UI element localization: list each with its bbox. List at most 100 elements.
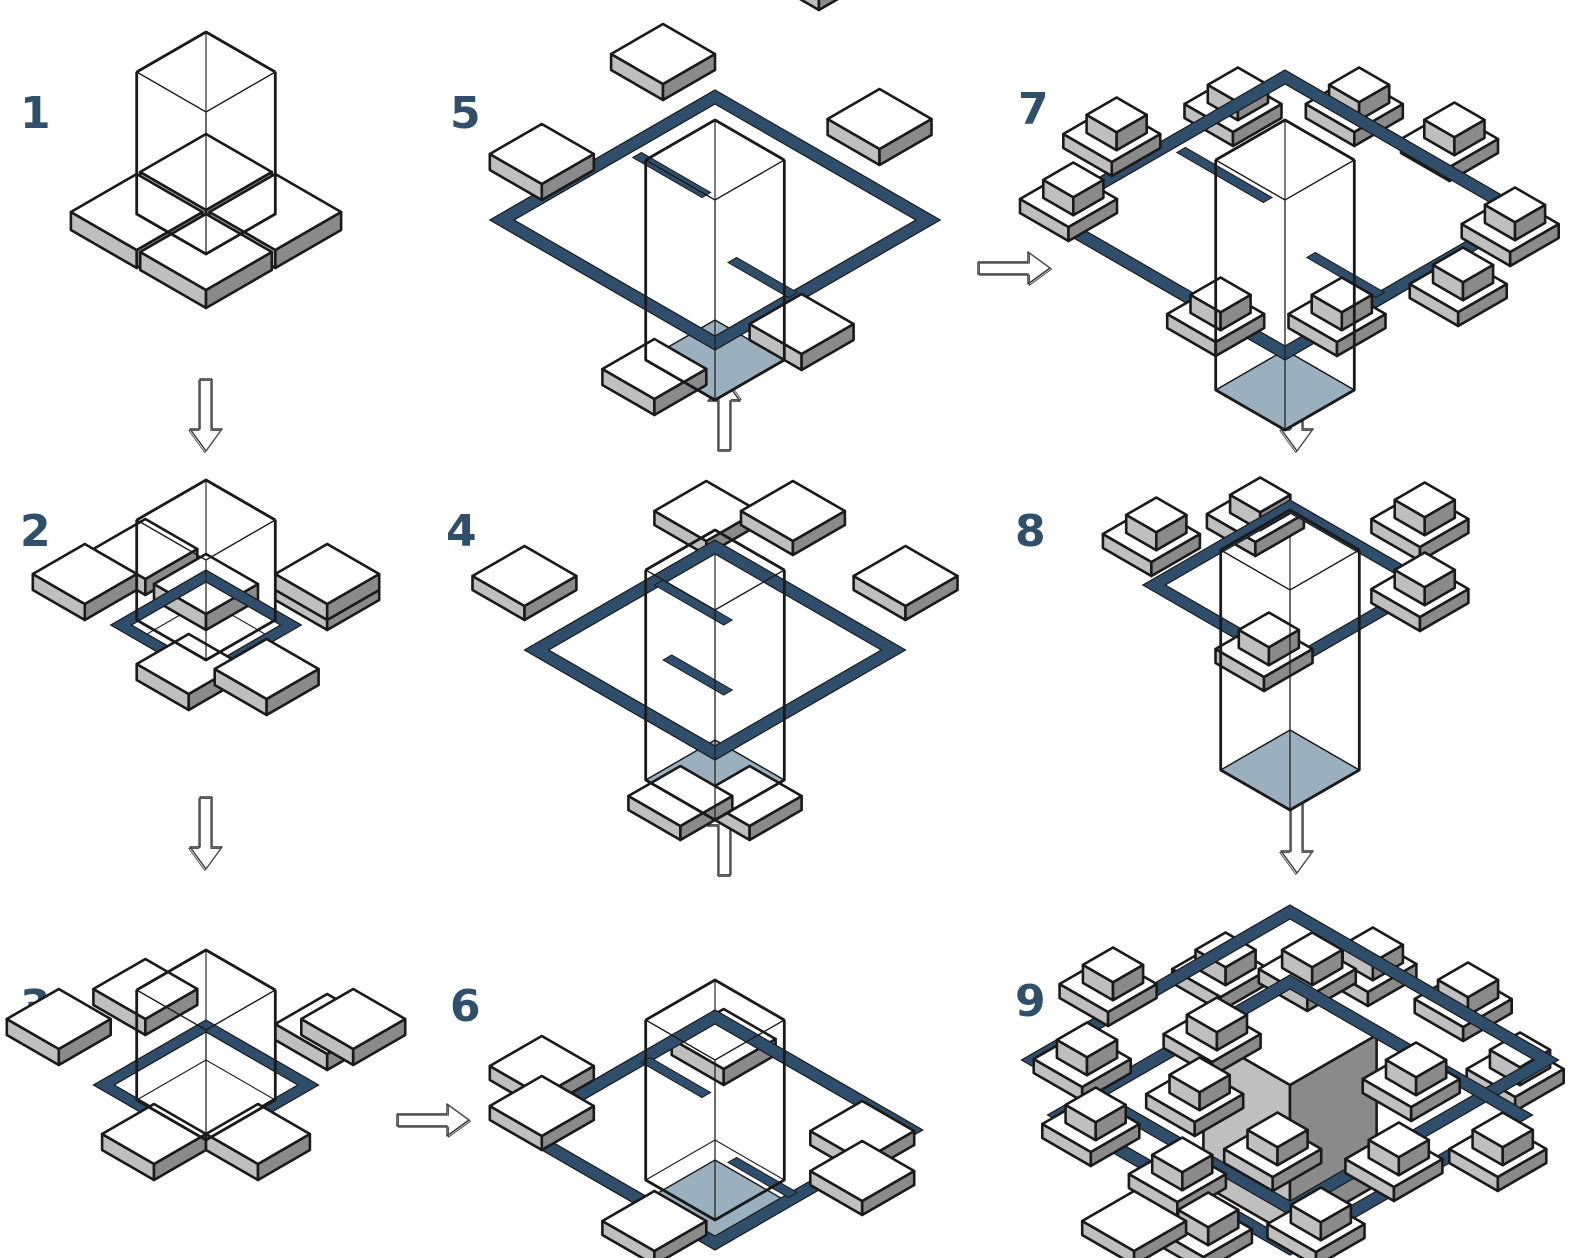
tower-volume bbox=[135, 30, 277, 256]
stacked-block bbox=[1162, 996, 1262, 1078]
podium-block bbox=[5, 987, 112, 1067]
stacked-block bbox=[1266, 1186, 1366, 1258]
block-top-face bbox=[1393, 551, 1457, 589]
stacked-block bbox=[1222, 1111, 1323, 1193]
block-top-face bbox=[204, 1102, 312, 1166]
tower-top-outline bbox=[645, 528, 785, 572]
block-top-face bbox=[213, 637, 320, 701]
arrow-stroke bbox=[396, 1103, 470, 1137]
stacked-block-upper bbox=[1384, 1041, 1448, 1097]
stacked-block bbox=[1448, 1111, 1548, 1193]
block-top-face bbox=[1168, 1056, 1231, 1094]
arrow-stroke-sketch bbox=[1279, 802, 1313, 875]
stacked-block bbox=[1041, 1086, 1141, 1168]
tower-volume bbox=[1214, 118, 1356, 432]
arrow-stroke-sketch bbox=[188, 380, 222, 453]
step-4-volume bbox=[471, 479, 959, 842]
step-8-volume bbox=[1101, 476, 1470, 812]
stacked-block-upper bbox=[1280, 931, 1344, 987]
podium-block bbox=[826, 87, 933, 167]
stacked-block bbox=[1370, 551, 1470, 633]
block-top-face bbox=[601, 337, 708, 401]
block-top-face bbox=[471, 544, 578, 608]
stacked-block-upper bbox=[1124, 496, 1188, 552]
block-top-face bbox=[748, 292, 855, 356]
step-label-5: 5 bbox=[450, 88, 481, 139]
step-2-volume bbox=[31, 478, 381, 717]
podium-block bbox=[299, 987, 407, 1067]
arrow-down-icon bbox=[188, 378, 223, 453]
tower-outline bbox=[1219, 550, 1361, 812]
tower-outline bbox=[644, 570, 786, 822]
step-label-7: 7 bbox=[1018, 84, 1049, 135]
block-right-face bbox=[817, 0, 839, 12]
block-top-face bbox=[1237, 611, 1301, 649]
block-top-face bbox=[92, 957, 199, 1021]
arrow-down-icon bbox=[1279, 800, 1314, 875]
block-top-face bbox=[1042, 161, 1105, 199]
stacked-block bbox=[1058, 946, 1158, 1028]
circulation-bridge bbox=[1175, 146, 1274, 204]
step-label-9: 9 bbox=[1015, 976, 1046, 1027]
block-top-face bbox=[1280, 931, 1344, 969]
stacked-block bbox=[1408, 246, 1508, 328]
step-label-1: 1 bbox=[20, 88, 51, 139]
stacked-block bbox=[1361, 1041, 1461, 1123]
block-top-face bbox=[31, 542, 138, 606]
block-top-face bbox=[5, 987, 112, 1051]
step-7-volume bbox=[1018, 66, 1560, 432]
tower-top-outline bbox=[136, 30, 276, 74]
tower-volume bbox=[644, 118, 786, 402]
stacked-block bbox=[1144, 1056, 1245, 1138]
block-top-face bbox=[1384, 1041, 1448, 1079]
tower-outline bbox=[1214, 160, 1356, 432]
tower-volume bbox=[644, 528, 786, 822]
arrow-stroke bbox=[1280, 800, 1314, 874]
block-top-face bbox=[1080, 1189, 1188, 1253]
block-top-face bbox=[1228, 476, 1292, 514]
block-top-face bbox=[1436, 961, 1500, 999]
block-top-face bbox=[1246, 1111, 1309, 1149]
podium-block bbox=[100, 1102, 208, 1182]
stacked-block-upper bbox=[1483, 186, 1547, 242]
tower-outline bbox=[644, 1020, 786, 1222]
circulation-bridge bbox=[727, 1156, 799, 1199]
block-top-face bbox=[609, 22, 717, 86]
block-top-face bbox=[826, 87, 933, 151]
tower-volume bbox=[644, 978, 786, 1222]
tower-volume bbox=[1219, 508, 1361, 812]
tower-outline bbox=[644, 160, 786, 402]
stacked-block bbox=[1018, 161, 1119, 243]
tower-top-outline bbox=[645, 118, 785, 162]
block-top-face bbox=[1289, 1186, 1353, 1224]
arrow-stroke bbox=[977, 251, 1051, 285]
podium-block-in-tower bbox=[670, 1007, 777, 1087]
stacked-block-upper bbox=[1085, 96, 1148, 152]
block-top-face bbox=[653, 479, 760, 543]
circulation-bridge bbox=[653, 579, 734, 626]
stacked-block-upper bbox=[1150, 1136, 1214, 1192]
block-top-face bbox=[1176, 1191, 1240, 1229]
step-label-6: 6 bbox=[450, 981, 481, 1032]
block-top-face bbox=[1327, 66, 1391, 104]
block-top-face bbox=[1471, 1111, 1535, 1149]
tower-top-outline bbox=[645, 978, 785, 1022]
step-label-4: 4 bbox=[446, 506, 477, 557]
podium-block bbox=[739, 479, 847, 557]
circulation-bridge bbox=[640, 1056, 712, 1099]
tower-top-outline bbox=[136, 478, 276, 522]
circulation-bridge bbox=[727, 256, 799, 299]
tower-top-outline bbox=[1215, 118, 1355, 162]
block-top-face bbox=[1423, 101, 1486, 139]
stacked-block-upper bbox=[1423, 101, 1486, 157]
stacked-block bbox=[1127, 1136, 1228, 1218]
arrow-right-icon bbox=[396, 1103, 471, 1138]
stacked-block bbox=[1344, 1121, 1444, 1203]
block-left-face bbox=[799, 0, 821, 12]
tower-top-outline bbox=[136, 948, 276, 992]
stacked-block-upper bbox=[1431, 246, 1495, 302]
podium-block bbox=[852, 544, 959, 622]
stacked-block-upper bbox=[1185, 996, 1249, 1052]
block-top-face bbox=[92, 517, 199, 581]
